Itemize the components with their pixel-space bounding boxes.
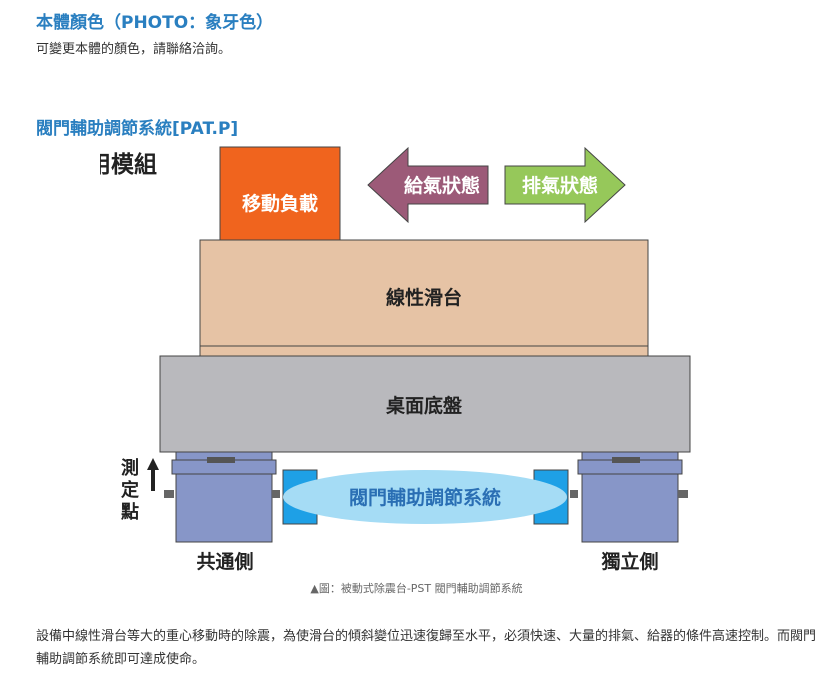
measure-point-char-2: 定: [121, 479, 139, 501]
section-title-valve-system: 閥門輔助調節系統[PAT.P]: [36, 119, 239, 139]
valve-system-label: 閥門輔助調節系統: [349, 486, 501, 509]
module-label: 測定用模組: [100, 151, 157, 178]
left-leg-fitting-right: [272, 490, 280, 498]
left-leg: [175, 473, 273, 543]
moving-load-label: 移動負載: [242, 192, 318, 215]
valve-system-diagram: 測定用模組 移動負載 給氣狀態 排氣狀態 線性滑台 桌面底盤 閥門輔助調節系統 …: [100, 146, 691, 573]
valve-system-oval: [283, 470, 567, 524]
measure-point-char-3: 點: [120, 502, 139, 523]
exhaust-arrow: [504, 146, 626, 224]
figure-caption: ▲圖：被動式除震台-PST 閥門輔助調節系統: [310, 582, 523, 595]
right-leg-connector: [612, 457, 640, 463]
arrow-up-shaft: [151, 469, 155, 491]
exhaust-state-label: 排氣狀態: [522, 174, 598, 197]
section-title-body-color: 本體顏色（PHOTO：象牙色）: [36, 13, 274, 33]
table-base: [159, 355, 691, 453]
moving-load-block: [219, 146, 341, 258]
supply-arrow: [367, 146, 489, 224]
measure-point-char-1: 測: [121, 457, 139, 479]
arrow-up-icon: [147, 458, 159, 470]
common-side-label: 共通側: [196, 551, 253, 573]
right-leg-fitting-left: [570, 490, 578, 498]
supply-state-label: 給氣狀態: [404, 174, 480, 197]
body-paragraph: 設備中線性滑台等大的重心移動時的除震，為使滑台的傾斜變位迅速復歸至水平，必須快速…: [36, 629, 817, 667]
independent-side-label: 獨立側: [600, 550, 658, 573]
table-base-label: 桌面底盤: [386, 394, 463, 417]
section-desc-body-color: 可變更本體的顏色，請聯絡洽詢。: [36, 42, 232, 57]
right-leg: [581, 473, 679, 543]
linear-slide-label: 線性滑台: [386, 286, 462, 309]
right-leg-fitting: [678, 490, 688, 498]
left-leg-connector: [207, 457, 235, 463]
left-leg-fitting: [164, 490, 174, 498]
